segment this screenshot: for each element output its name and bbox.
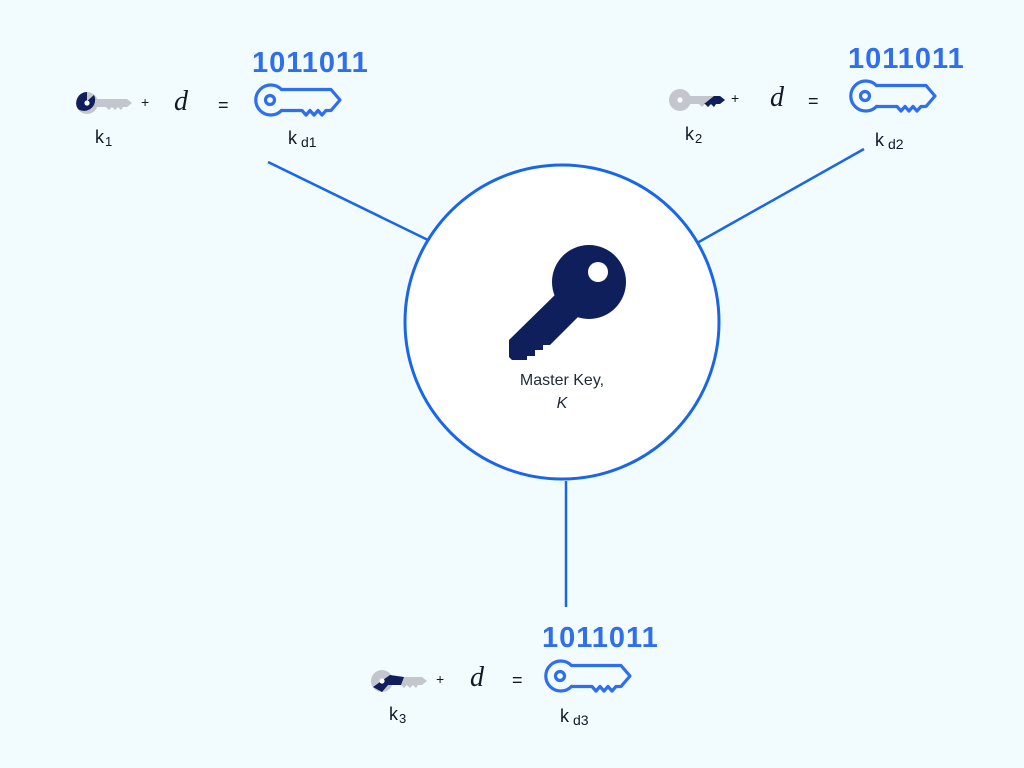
master-key-icon (509, 245, 626, 360)
plus-sign-3: + (436, 671, 445, 687)
key-label-3: k3 (389, 704, 407, 726)
connector-line-2 (696, 147, 865, 245)
binary-code-1: 1011011 (252, 47, 369, 79)
binary-code-3: 1011011 (542, 622, 659, 654)
equals-sign-3: = (512, 670, 523, 690)
variable-d-2: d (770, 82, 784, 113)
partial-key-icon-3 (371, 670, 427, 692)
variable-d-3: d (470, 662, 484, 693)
connector-line-1 (267, 160, 429, 242)
plus-sign-2: + (731, 90, 740, 106)
key-label-2: k2 (685, 124, 703, 146)
partial-key-icon-1 (76, 92, 132, 114)
equals-sign-2: = (808, 91, 819, 111)
derived-key-icon-2 (849, 79, 937, 113)
binary-code-2: 1011011 (848, 43, 965, 75)
derived-key-icon-1 (254, 83, 342, 117)
derived-key-icon-3 (544, 659, 632, 693)
plus-sign-1: + (141, 94, 150, 110)
partial-key-icon-2 (669, 89, 725, 111)
master-key-label: Master Key, (519, 372, 605, 389)
key-label-1: k1 (95, 127, 113, 149)
equals-sign-1: = (218, 95, 229, 115)
variable-d-1: d (174, 86, 188, 117)
master-key-variable: K (556, 395, 568, 412)
